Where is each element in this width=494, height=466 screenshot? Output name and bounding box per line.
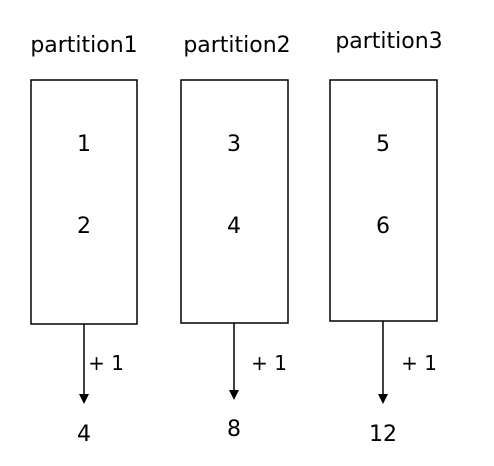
partition-2-title: partition2 [183, 33, 290, 58]
partition-1-item-2: 2 [77, 214, 91, 239]
partition-2: partition2 3 4 + 1 8 [180, 33, 291, 442]
partition-1-box [30, 79, 138, 325]
partition-3-title: partition3 [335, 29, 442, 54]
partition-3-box [329, 79, 438, 322]
partition-2-box [180, 79, 289, 324]
partition-2-item-2: 4 [227, 214, 241, 239]
partition-1: partition1 1 2 + 1 4 [30, 33, 138, 447]
partition-2-result: 8 [227, 417, 241, 442]
partition-2-operation: + 1 [251, 351, 287, 375]
partition-3-item-2: 6 [376, 214, 390, 239]
partition-1-title: partition1 [30, 33, 137, 58]
partition-2-item-1: 3 [227, 132, 241, 157]
partition-3-result: 12 [369, 422, 397, 447]
partition-1-operation: + 1 [88, 351, 124, 375]
partition-1-result: 4 [77, 422, 91, 447]
partition-3-operation: + 1 [401, 351, 437, 375]
partition-1-item-1: 1 [77, 132, 91, 157]
partition-3-item-1: 5 [376, 132, 390, 157]
partition-3: partition3 5 6 + 1 12 [329, 29, 443, 447]
